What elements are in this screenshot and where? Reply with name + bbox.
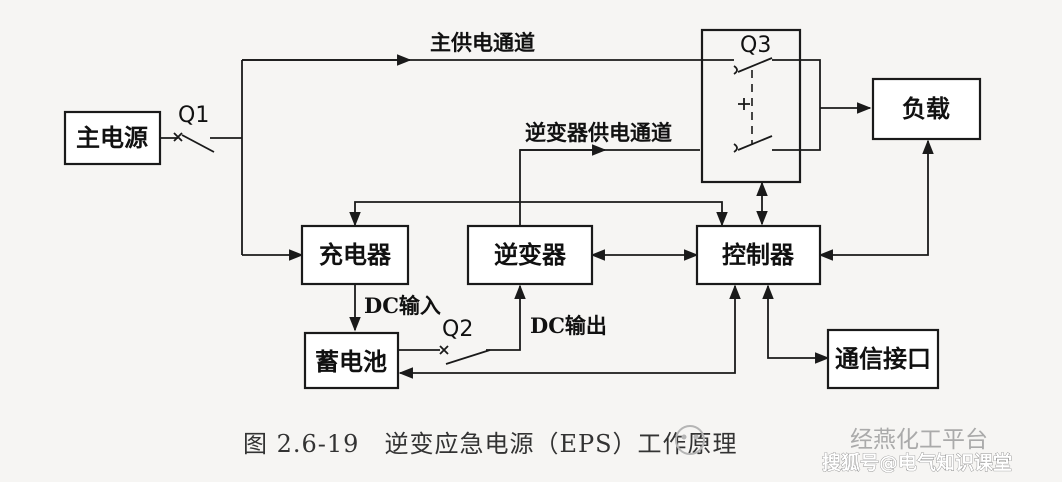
wire-controller-load xyxy=(818,139,934,261)
block-load xyxy=(871,77,982,141)
block-controller xyxy=(695,224,822,286)
main-supply-path-label: 主供电通道 xyxy=(430,30,535,55)
load-label: 负载 xyxy=(902,94,950,123)
q3-upper-blade xyxy=(737,57,773,73)
comm-port-label: 通信接口 xyxy=(835,344,931,373)
q3-label: Q3 xyxy=(740,33,771,58)
sohu-watermark-text: 搜狐号@电气知识课堂 xyxy=(822,451,1012,474)
main-power-label: 主电源 xyxy=(76,123,148,152)
q3-contact-lower xyxy=(733,143,738,153)
wechat-watermark-text: 经燕化工平台 xyxy=(850,427,988,453)
inverter-supply-path-label: 逆变器供电通道 xyxy=(525,120,672,145)
controller-label: 控制器 xyxy=(722,240,795,269)
q1-switch-blade xyxy=(181,134,215,153)
wire-inverter-supply xyxy=(519,149,700,225)
q2-cross-icon xyxy=(439,345,449,355)
q3-upper-out xyxy=(772,59,821,108)
wire-q2-inverter xyxy=(486,284,526,351)
q1-cross-icon xyxy=(173,132,183,142)
dc-in-label: DC输入 xyxy=(364,293,441,318)
q3-contact-upper xyxy=(733,65,738,75)
wire-battery-controller xyxy=(398,284,741,379)
block-inverter xyxy=(466,224,594,286)
block-comm-port xyxy=(826,328,940,390)
block-main-power xyxy=(63,110,162,166)
wire-controller-comm xyxy=(762,284,830,364)
block-charger xyxy=(300,224,410,286)
q2-switch-blade xyxy=(445,349,491,365)
wire-top-bus xyxy=(349,201,728,227)
q2-label: Q2 xyxy=(442,317,473,342)
battery-label: 蓄电池 xyxy=(315,347,387,376)
dc-out-label: DC输出 xyxy=(530,313,607,338)
inverter-label: 逆变器 xyxy=(494,240,567,269)
q3-mid-mark xyxy=(738,98,750,110)
q3-lower-blade xyxy=(737,135,773,151)
figure-caption: 图 2.6-19 逆变应急电源（EPS）工作原理 xyxy=(243,430,738,458)
wechat-watermark-icon xyxy=(675,425,705,455)
block-battery xyxy=(303,331,400,390)
q3-lower-out xyxy=(772,108,821,151)
q1-label: Q1 xyxy=(178,103,209,128)
charger-label: 充电器 xyxy=(319,240,392,269)
block-q3-transfer-switch xyxy=(700,28,802,184)
